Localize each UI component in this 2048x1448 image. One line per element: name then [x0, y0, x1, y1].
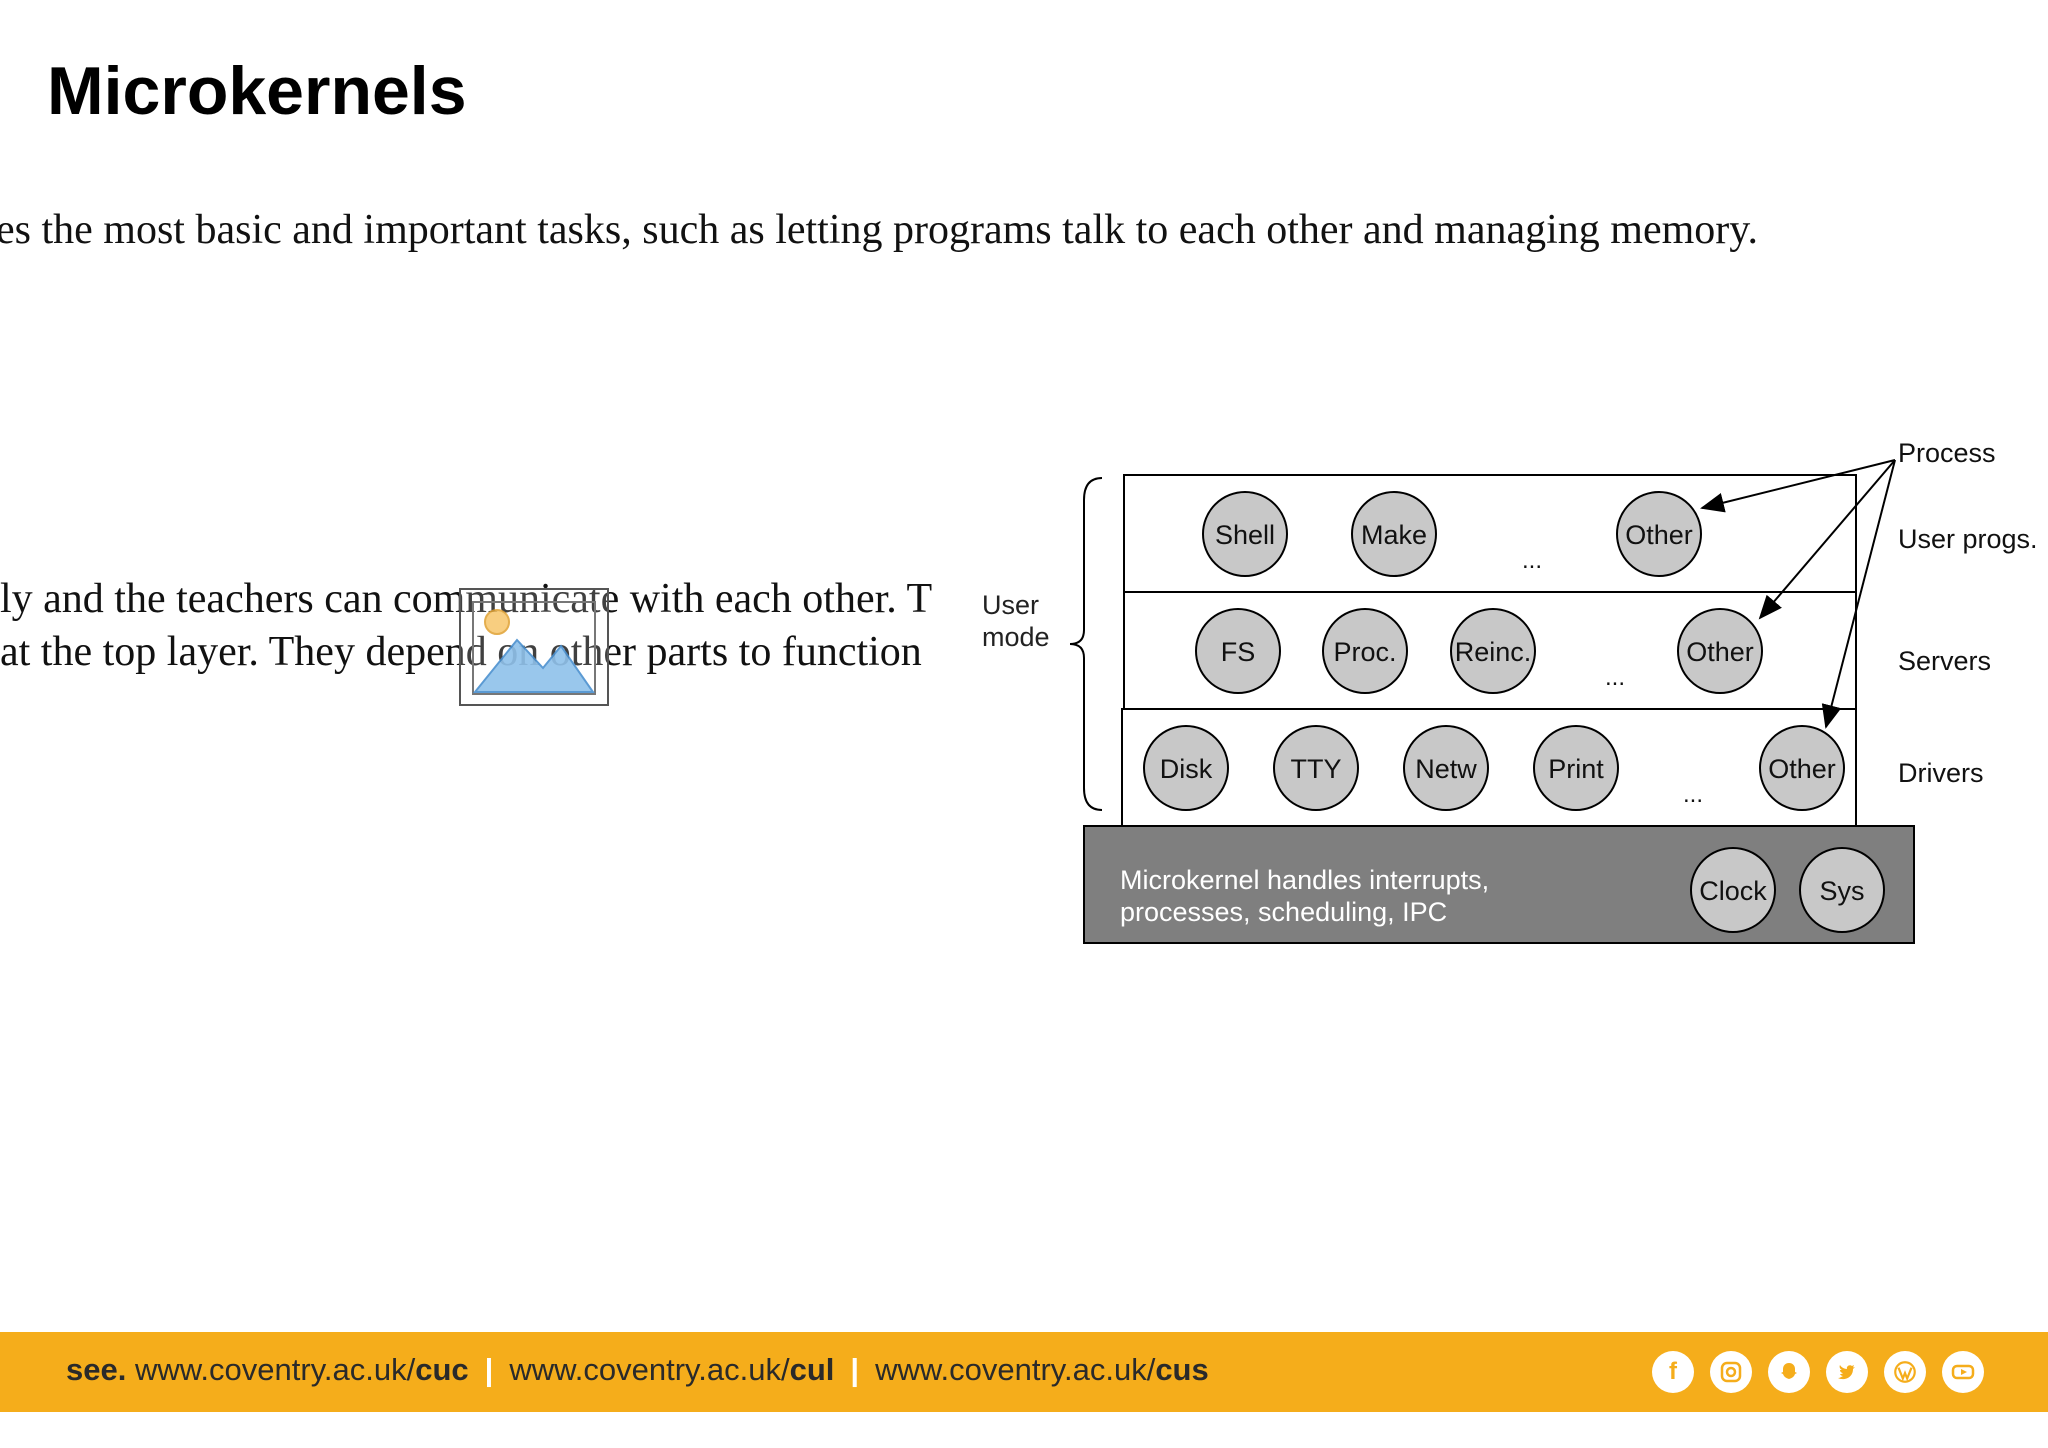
process-circle-shell: Shell	[1202, 491, 1288, 577]
ellipsis-drivers: ...	[1683, 781, 1703, 808]
svg-text:Reinc.: Reinc.	[1455, 637, 1532, 667]
arrow-to-server-other	[1758, 459, 1896, 620]
ellipsis-servers: ...	[1605, 664, 1625, 691]
svg-text:Clock: Clock	[1699, 876, 1767, 906]
process-circle-reinc: Reinc.	[1450, 608, 1536, 694]
svg-text:TTY: TTY	[1291, 754, 1342, 784]
svg-text:FS: FS	[1221, 637, 1256, 667]
layer-drivers	[1121, 708, 1857, 827]
ellipsis-user-progs: ...	[1522, 547, 1542, 574]
footer-separator: |	[850, 1352, 860, 1387]
svg-text:Shell: Shell	[1215, 520, 1275, 550]
footer-links: see. www.coventry.ac.uk/cuc | www.coventry…	[66, 1352, 1209, 1388]
process-circle-other-server: Other	[1677, 608, 1763, 694]
svg-text:Proc.: Proc.	[1333, 637, 1396, 667]
instagram-icon[interactable]	[1710, 1351, 1752, 1393]
svg-text:Disk: Disk	[1160, 754, 1213, 784]
arrow-to-user-other	[1700, 459, 1896, 513]
footer-see: see.	[66, 1352, 127, 1387]
body-text-line-1: es the most basic and important tasks, s…	[0, 207, 1759, 253]
label-user-progs: User progs.	[1898, 524, 2038, 554]
social-icons: f	[1652, 1351, 1984, 1393]
footer-link-cul[interactable]: www.coventry.ac.uk/cul	[509, 1352, 835, 1387]
process-circle-fs: FS	[1195, 608, 1281, 694]
process-circle-print: Print	[1533, 725, 1619, 811]
process-circle-other-driver: Other	[1759, 725, 1845, 811]
svg-text:Netw: Netw	[1415, 754, 1477, 784]
slide-title: Microkernels	[47, 53, 467, 129]
process-label: Process	[1898, 438, 1996, 468]
body-text-line-2: ly and the teachers can communicate with…	[0, 576, 933, 622]
process-circle-netw: Netw	[1403, 725, 1489, 811]
footer-bar: see. www.coventry.ac.uk/cuc | www.coventry…	[0, 1332, 2048, 1412]
kernel-circle-clock: Clock	[1690, 847, 1776, 933]
kernel-text-1: Microkernel handles interrupts,	[1120, 865, 1489, 895]
label-drivers: Drivers	[1898, 758, 1984, 788]
footer-link-cuc[interactable]: www.coventry.ac.uk/cuc	[134, 1352, 469, 1387]
microkernel-diagram: User mode Shell Make ... Other FS Proc. …	[982, 438, 2038, 944]
label-servers: Servers	[1898, 646, 1991, 676]
kernel-circle-sys: Sys	[1799, 847, 1885, 933]
process-circle-make: Make	[1351, 491, 1437, 577]
process-circle-other-user: Other	[1616, 491, 1702, 577]
footer-link-cus[interactable]: www.coventry.ac.uk/cus	[875, 1352, 1209, 1387]
user-mode-brace	[1069, 477, 1103, 811]
layer-microkernel	[1083, 825, 1915, 944]
user-mode-label-2: mode	[982, 622, 1050, 652]
process-circle-proc: Proc.	[1322, 608, 1408, 694]
footer-separator: |	[484, 1352, 494, 1387]
process-circle-disk: Disk	[1143, 725, 1229, 811]
arrow-to-driver-other	[1821, 459, 1896, 729]
twitter-icon[interactable]	[1826, 1351, 1868, 1393]
svg-text:Print: Print	[1548, 754, 1604, 784]
svg-text:Other: Other	[1625, 520, 1693, 550]
kernel-text-2: processes, scheduling, IPC	[1120, 897, 1447, 927]
facebook-icon[interactable]: f	[1652, 1351, 1694, 1393]
svg-text:Other: Other	[1768, 754, 1836, 784]
snapchat-icon[interactable]	[1768, 1351, 1810, 1393]
youtube-icon[interactable]	[1942, 1351, 1984, 1393]
svg-text:Other: Other	[1686, 637, 1754, 667]
user-mode-label-1: User	[982, 590, 1039, 620]
svg-text:Make: Make	[1361, 520, 1427, 550]
broken-image-icon	[459, 588, 609, 706]
wordpress-icon[interactable]	[1884, 1351, 1926, 1393]
svg-text:Sys: Sys	[1819, 876, 1864, 906]
process-circle-tty: TTY	[1273, 725, 1359, 811]
